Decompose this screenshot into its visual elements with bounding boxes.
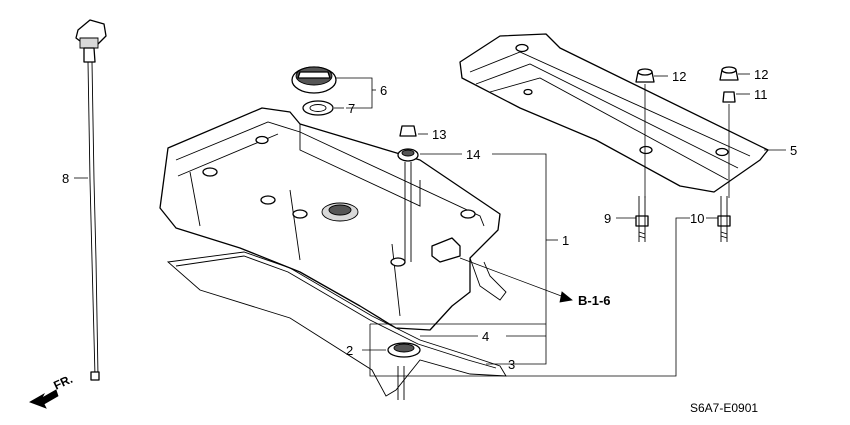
reference-label: B-1-6 xyxy=(578,293,611,308)
callout-14: 14 xyxy=(466,147,480,162)
front-label: FR. xyxy=(51,372,74,393)
callout-6: 6 xyxy=(380,83,387,98)
callout-12-right: 12 xyxy=(754,67,768,82)
stud-bolt-left xyxy=(635,196,649,242)
filler-cap-seal xyxy=(302,100,334,116)
front-direction-indicator: FR. xyxy=(29,372,75,409)
callout-5: 5 xyxy=(790,143,797,158)
seal-bolt xyxy=(397,366,405,400)
cover-nut-left xyxy=(635,68,655,83)
front-arrow-icon xyxy=(29,389,59,409)
callout-13: 13 xyxy=(432,127,446,142)
stud-bolt-right xyxy=(717,196,731,242)
cover-washer xyxy=(722,91,736,103)
grommet-nut xyxy=(399,125,417,137)
grommet-stud xyxy=(404,162,412,262)
callout-8: 8 xyxy=(62,171,69,186)
drawing-code: S6A7-E0901 xyxy=(690,401,758,415)
oil-dipstick xyxy=(75,19,107,381)
spark-plug-seal xyxy=(387,342,421,358)
callout-2: 2 xyxy=(346,343,353,358)
grommet xyxy=(397,148,419,162)
head-cover-gasket xyxy=(166,251,507,397)
callout-3: 3 xyxy=(508,357,515,372)
cylinder-head-cover xyxy=(159,107,501,331)
leader-lines xyxy=(74,73,786,377)
cover-nut-right xyxy=(719,66,739,81)
engine-cover xyxy=(459,33,769,193)
callout-9: 9 xyxy=(604,211,611,226)
callout-12-left: 12 xyxy=(672,69,686,84)
callout-10: 10 xyxy=(690,211,704,226)
callout-7: 7 xyxy=(348,101,355,116)
callout-11: 11 xyxy=(754,87,768,102)
callout-1: 1 xyxy=(562,233,569,248)
oil-filler-cap xyxy=(291,66,337,94)
callout-4: 4 xyxy=(482,329,489,344)
